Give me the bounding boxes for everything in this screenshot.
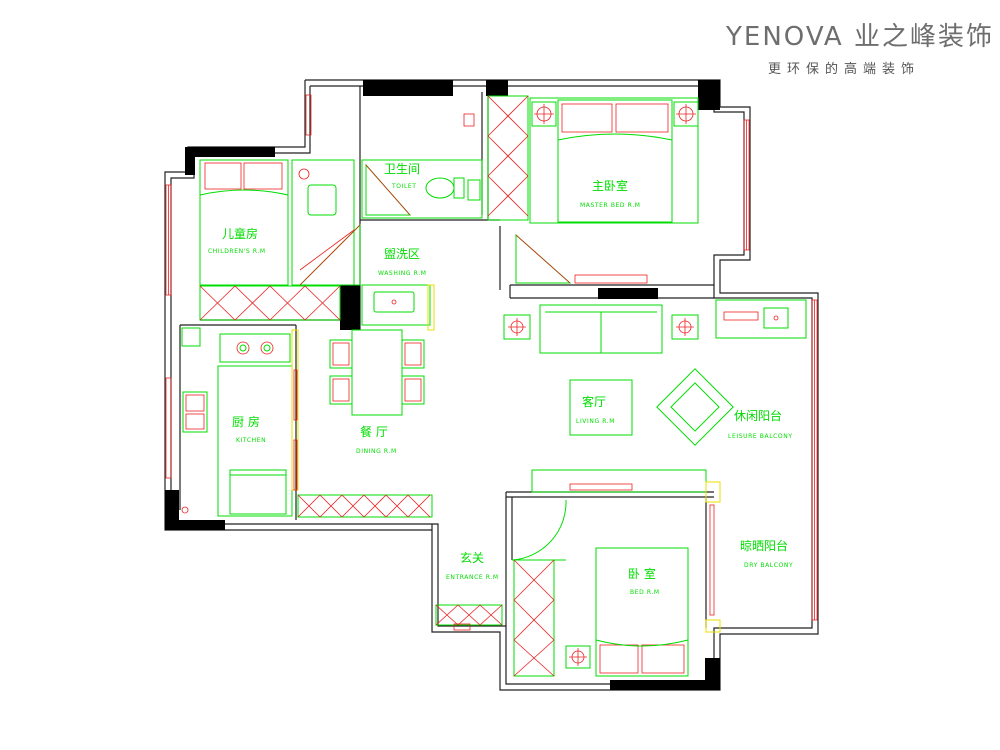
balcony-counter xyxy=(715,299,807,339)
solid-walls xyxy=(165,80,720,690)
brand-logo: YENOVA 业之峰装饰 xyxy=(726,22,994,52)
master-room-area xyxy=(529,97,699,224)
children-wardrobe xyxy=(199,285,341,321)
dining-chair xyxy=(401,375,425,405)
master-tv-cabinet xyxy=(574,274,648,284)
dining-table xyxy=(351,329,403,416)
dining-area: 餐 厅 DINING R.M xyxy=(297,329,433,518)
coffee-table xyxy=(569,379,633,436)
room-name-master: 主卧室 xyxy=(592,178,628,193)
side-table-right xyxy=(671,314,699,340)
tv-cabinet xyxy=(531,469,707,493)
dining-chair xyxy=(401,339,425,369)
nightstand-left xyxy=(531,101,557,127)
room-label-bedroom: BED R.M xyxy=(630,589,660,596)
room-name-leisure: 休闲阳台 xyxy=(734,408,782,423)
room-name-living: 客厅 xyxy=(582,394,606,409)
room-label-toilet: TOILET xyxy=(391,183,417,190)
wash-counter xyxy=(361,284,431,326)
fridge xyxy=(229,469,287,515)
kitchen-sink xyxy=(182,391,208,433)
master-bed xyxy=(557,99,673,223)
brand-header: YENOVA 业之峰装饰 更环保的高端装饰 xyxy=(660,8,1000,78)
bedroom-wardrobe xyxy=(513,559,555,677)
room-label-children: CHILDREN'S R.M xyxy=(208,248,266,255)
room-label-washing: WASHING R.M xyxy=(378,270,426,277)
room-name-washing: 盥洗区 xyxy=(384,247,420,261)
toilet-area xyxy=(361,159,483,219)
room-label-dining: DINING R.M xyxy=(356,448,397,455)
entrance-shoe-cabinet xyxy=(435,604,503,626)
room-label-kitchen: KITCHEN xyxy=(236,437,266,444)
kitchen: 厨 房 KITCHEN xyxy=(181,327,299,517)
dining-cabinet xyxy=(297,494,433,518)
room-label-leisure: LEISURE BALCONY xyxy=(728,433,793,440)
master-wardrobe xyxy=(487,95,529,221)
room-name-dry: 晾晒阳台 xyxy=(740,538,788,553)
toilet-bowl xyxy=(425,177,455,199)
stove xyxy=(219,333,291,363)
room-name-children: 儿童房 xyxy=(222,226,258,241)
bedroom-nightstand xyxy=(565,645,591,669)
children-chair xyxy=(307,184,337,216)
children-desk xyxy=(291,159,355,286)
wash-basin xyxy=(373,291,415,313)
balcony-basin xyxy=(763,307,789,329)
room-name-bedroom: 卧 室 xyxy=(628,566,656,581)
bedroom-bed xyxy=(595,547,689,677)
bedroom-door-swing xyxy=(511,499,567,561)
toilet-room: 卫生间 TOILET xyxy=(361,113,483,219)
tv xyxy=(569,483,633,491)
side-table-left xyxy=(503,314,531,340)
room-label-entrance: ENTRANCE R.M xyxy=(446,574,499,581)
master-bedroom: 主卧室 MASTER BED R.M xyxy=(487,95,699,284)
brand-slogan: 更环保的高端装饰 xyxy=(767,62,920,77)
dining-chair xyxy=(329,339,353,369)
windows xyxy=(165,94,818,621)
children-bed xyxy=(199,159,289,286)
room-name-dining: 餐 厅 xyxy=(360,424,388,439)
room-label-master: MASTER BED R.M xyxy=(580,202,641,209)
room-name-kitchen: 厨 房 xyxy=(232,414,260,429)
entrance: 玄关 ENTRANCE R.M xyxy=(435,550,503,631)
bedroom: 卧 室 BED R.M xyxy=(511,481,721,677)
nightstand-right xyxy=(673,101,699,127)
room-name-toilet: 卫生间 xyxy=(384,162,420,176)
living-room: 客厅 LIVING R.M xyxy=(503,304,707,493)
wall-outline xyxy=(164,79,819,691)
dining-chair xyxy=(329,375,353,405)
room-label-dry: DRY BALCONY xyxy=(744,562,793,569)
leisure-balcony: 休闲阳台 LEISURE BALCONY xyxy=(656,299,807,446)
dry-balcony: 晾晒阳台 DRY BALCONY xyxy=(740,538,793,569)
children-room: 儿童房 CHILDREN'S R.M xyxy=(199,159,355,321)
leisure-table xyxy=(656,368,734,446)
room-label-living: LIVING R.M xyxy=(576,418,615,425)
washing-area: 盥洗区 WASHING R.M xyxy=(298,223,435,331)
room-name-entrance: 玄关 xyxy=(460,550,484,565)
